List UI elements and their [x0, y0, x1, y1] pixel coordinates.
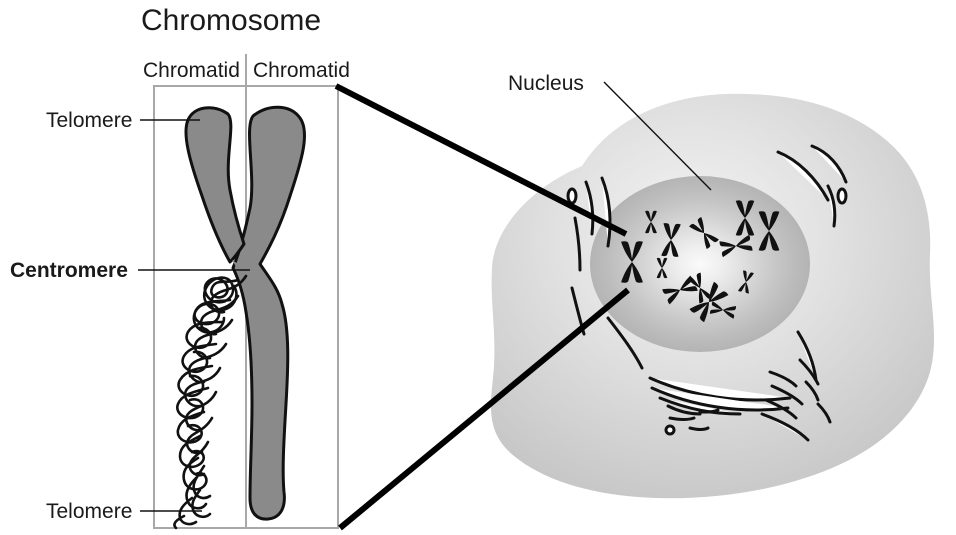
- vesicle: [668, 416, 696, 421]
- golgi-cisterna: [770, 384, 804, 406]
- golgi-cisterna: [648, 376, 792, 402]
- er-tubule: [810, 144, 848, 184]
- er-tubule: [826, 184, 837, 228]
- nucleus-leader: [603, 81, 712, 191]
- label-telomere-top: Telomere: [46, 109, 132, 132]
- centromere-waist: [232, 260, 256, 284]
- er-tubule: [796, 330, 818, 382]
- magnifier-connector-bottom: [338, 287, 630, 531]
- golgi-cisterna: [768, 370, 798, 388]
- er-tubule: [573, 216, 582, 272]
- magnifier-connector-top: [334, 83, 628, 237]
- vesicle: [698, 408, 720, 414]
- column-header-chromatid-right: Chromatid: [253, 59, 350, 82]
- chromatid-right: [231, 105, 307, 521]
- vesicle: [664, 424, 676, 436]
- magnifier-connector-group: [334, 83, 630, 531]
- er-tubule: [600, 176, 612, 248]
- golgi-cisterna: [760, 412, 810, 442]
- nucleus-body: [590, 176, 810, 352]
- vesicle: [836, 187, 848, 205]
- er-tubule: [776, 150, 830, 202]
- golgi-cisterna: [764, 398, 798, 420]
- page-title: Chromosome: [141, 4, 321, 37]
- golgi-cisterna: [798, 358, 820, 386]
- er-tubule: [584, 180, 595, 236]
- label-nucleus: Nucleus: [508, 72, 584, 95]
- golgi-cisterna: [666, 404, 702, 416]
- label-telomere-bottom: Telomere: [46, 500, 132, 523]
- vesicle: [566, 187, 578, 205]
- vesicle: [688, 426, 710, 431]
- label-centromere: Centromere: [10, 259, 128, 282]
- er-tubule: [606, 316, 644, 370]
- golgi-cisterna: [816, 402, 832, 424]
- golgi-cisterna: [650, 386, 790, 412]
- organelle-group: [566, 144, 848, 442]
- column-header-chromatid-left: Chromatid: [143, 59, 240, 82]
- golgi-cisterna: [804, 380, 820, 402]
- chromatin-coil: [173, 274, 248, 530]
- label-leader-group: [138, 119, 250, 512]
